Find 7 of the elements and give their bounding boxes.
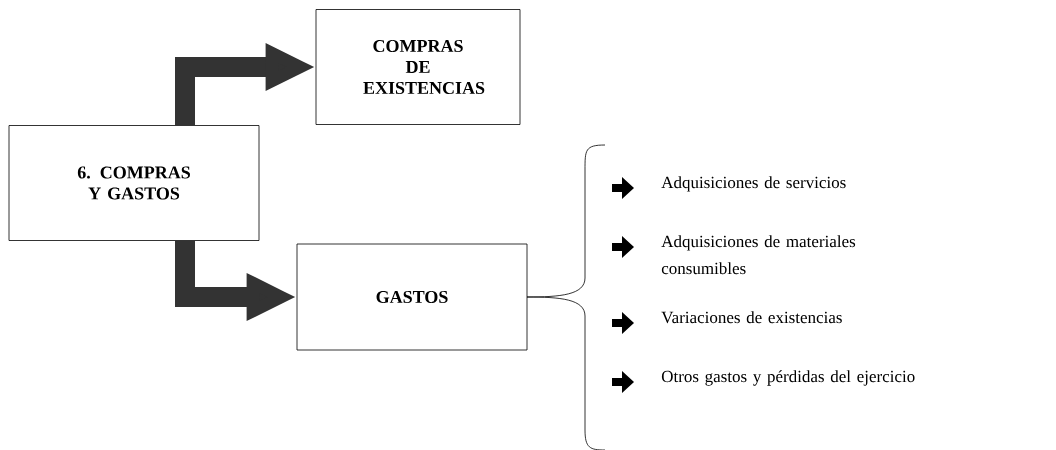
- list-item: Otros gastos y pérdidas del ejercicio: [661, 370, 915, 386]
- list-item: Adquisiciones de servicios: [661, 176, 846, 192]
- list-item: Variaciones de existencias: [661, 311, 842, 324]
- process-box: GASTOS: [296, 243, 528, 351]
- list-item: Adquisiciones de materiales consumibles: [661, 235, 856, 275]
- process-box: 6. COMPRAS Y GASTOS: [8, 125, 260, 241]
- process-box: COMPRAS DE EXISTENCIAS: [315, 9, 521, 125]
